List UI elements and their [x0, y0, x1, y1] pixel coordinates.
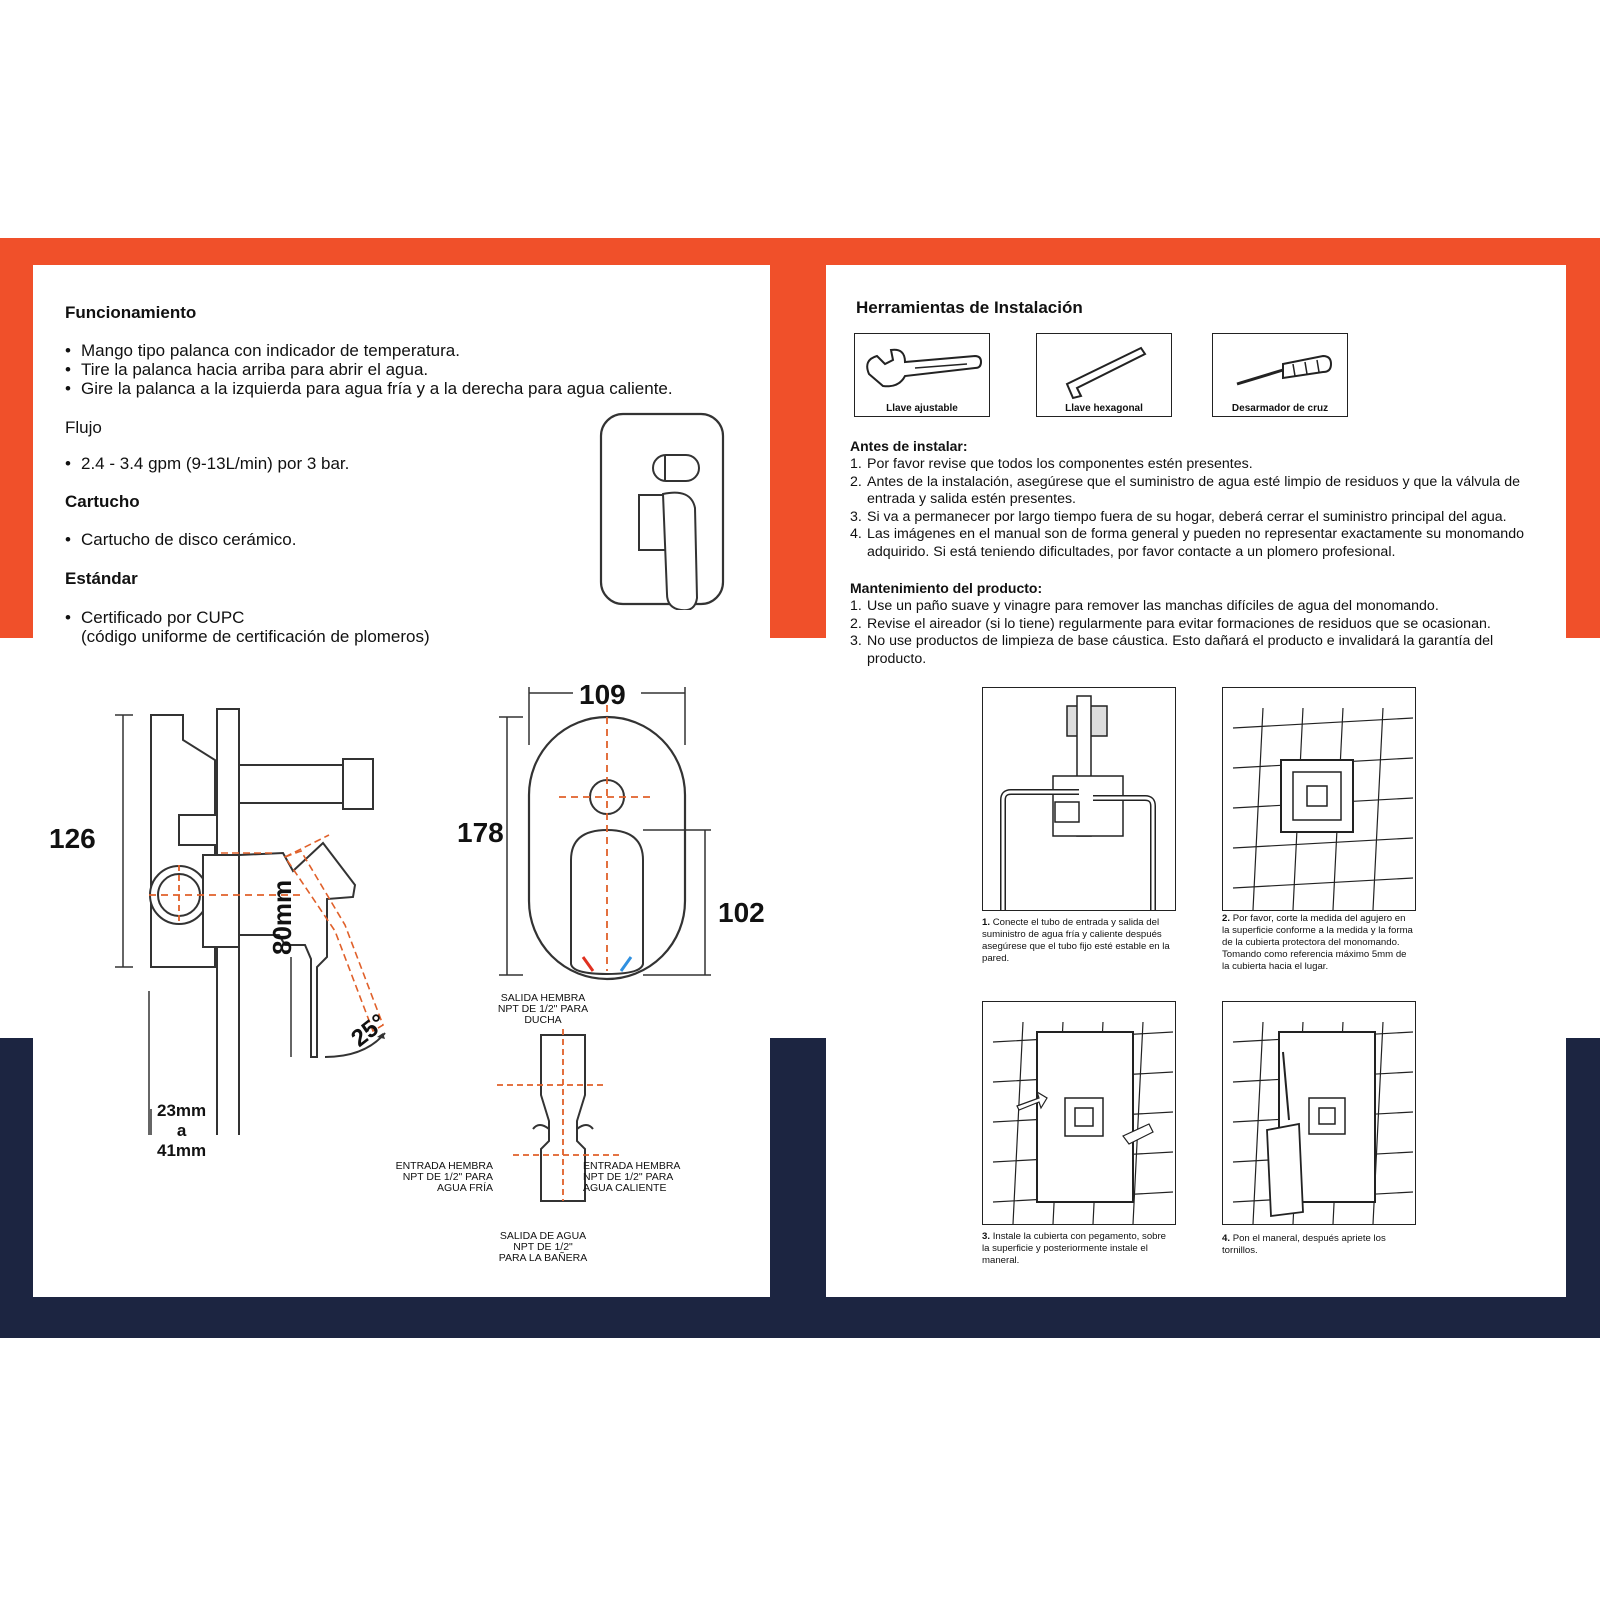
left-page: Funcionamiento Mango tipo palanca con in…: [33, 265, 770, 1297]
dimension-126: 126: [49, 823, 96, 854]
list-item: 1.Por favor revise que todos los compone…: [850, 456, 1253, 472]
hex-key-icon: [1065, 346, 1147, 400]
depth-min: 23mm: [157, 1101, 207, 1120]
phillips-screwdriver-icon: [1236, 354, 1333, 386]
list-item: 3.No use productos de limpieza de base c…: [850, 633, 1494, 667]
step-2-caption: 2. Por favor, corte la medida del agujer…: [1222, 913, 1413, 972]
antes-list: 1.Por favor revise que todos los compone…: [850, 456, 1550, 562]
antes-heading: Antes de instalar:: [850, 438, 968, 454]
side-view-diagram: [115, 708, 386, 1135]
step-3-illustration: [982, 1001, 1176, 1225]
tool-card-screwdriver: Desarmador de cruz: [1212, 333, 1348, 417]
valve-product-illustration: [599, 412, 725, 610]
mantenimiento-heading: Mantenimiento del producto:: [850, 580, 1043, 596]
step-1-illustration: [982, 687, 1176, 911]
estandar-list: Certificado por CUPC(código uniforme de …: [65, 608, 565, 646]
front-view-diagram: [499, 687, 711, 981]
dimension-109: 109: [579, 679, 626, 710]
funcionamiento-heading: Funcionamiento: [65, 303, 197, 322]
dimension-178: 178: [457, 817, 504, 848]
dimension-depth: 23mm a 41mm: [157, 1101, 206, 1161]
list-item: Cartucho de disco cerámico.: [65, 530, 565, 549]
estandar-line1: Certificado por CUPC: [81, 608, 245, 627]
mantenimiento-list: 1.Use un paño suave y vinagre para remov…: [850, 598, 1550, 668]
adjustable-wrench-icon: [866, 348, 983, 388]
flujo-list: 2.4 - 3.4 gpm (9-13L/min) por 3 bar.: [65, 454, 565, 473]
list-item: Certificado por CUPC(código uniforme de …: [65, 608, 565, 646]
tools-heading: Herramientas de Instalación: [856, 298, 1083, 317]
dimension-80mm: 80mm: [267, 879, 297, 955]
step-4-illustration: [1222, 1001, 1416, 1225]
list-item: 4.Las imágenes en el manual son de forma…: [850, 526, 1524, 560]
ports-diagram: [497, 1029, 623, 1202]
cartucho-list: Cartucho de disco cerámico.: [65, 530, 565, 549]
depth-sep: a: [176, 1121, 187, 1140]
list-item: Tire la palanca hacia arriba para abrir …: [65, 360, 765, 379]
list-item: 2.4 - 3.4 gpm (9-13L/min) por 3 bar.: [65, 454, 565, 473]
step-1-caption: 1. Conecte el tubo de entrada y salida d…: [982, 917, 1170, 964]
list-item: 3.Si va a permanecer por largo tiempo fu…: [850, 508, 1507, 525]
flujo-heading: Flujo: [65, 418, 102, 437]
list-item: 1.Use un paño suave y vinagre para remov…: [850, 598, 1439, 614]
tool-label: Llave hexagonal: [1065, 403, 1143, 414]
step-2-illustration: [1222, 687, 1416, 911]
list-item: Gire la palanca a la izquierda para agua…: [65, 379, 765, 398]
list-item: Mango tipo palanca con indicador de temp…: [65, 341, 765, 360]
tool-card-wrench: Llave ajustable: [854, 333, 990, 417]
tool-label: Desarmador de cruz: [1231, 403, 1329, 414]
list-item: 2.Antes de la instalación, asegúrese que…: [850, 473, 1521, 508]
step-4-caption: 4. Pon el maneral, después apriete los t…: [1222, 1233, 1386, 1256]
depth-max: 41mm: [157, 1141, 207, 1160]
tool-label: Llave ajustable: [886, 403, 958, 414]
dimension-102: 102: [718, 897, 765, 928]
estandar-heading: Estándar: [65, 569, 138, 588]
funcionamiento-list: Mango tipo palanca con indicador de temp…: [65, 341, 765, 398]
right-page: Herramientas de Instalación Llave ajusta…: [826, 265, 1566, 1297]
step-3-caption: 3. Instale la cubierta con pegamento, so…: [982, 1231, 1167, 1266]
cartucho-heading: Cartucho: [65, 492, 140, 511]
estandar-line2: (código uniforme de certificación de plo…: [81, 627, 430, 646]
list-item: 2.Revise el aireador (si lo tiene) regul…: [850, 615, 1491, 632]
tool-card-hexkey: Llave hexagonal: [1036, 333, 1172, 417]
